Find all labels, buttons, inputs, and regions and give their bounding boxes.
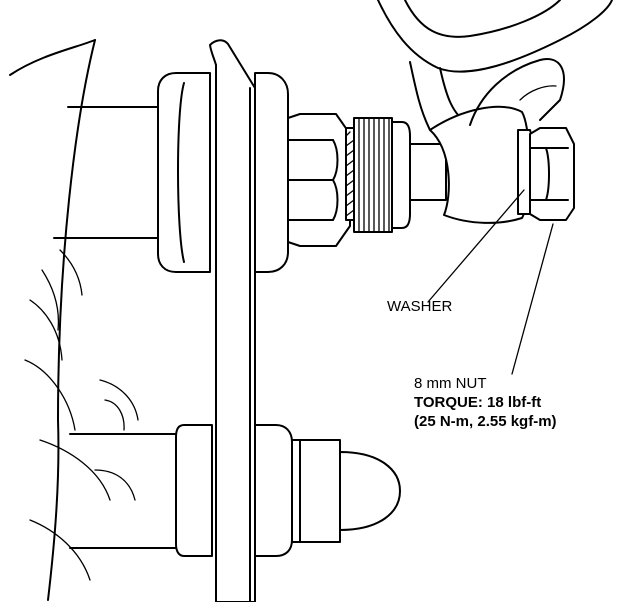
- upper-left-bushing: [157, 72, 211, 273]
- hex-nut-8mm: [529, 127, 575, 221]
- leader-lines: [427, 189, 554, 375]
- lower-left-bushing: [175, 424, 213, 557]
- nut-torque-text: TORQUE: 18 lbf-ft: [414, 394, 542, 411]
- knurled-adjuster: [353, 117, 411, 233]
- linkage-arm: [377, 0, 613, 224]
- nut-torque-metric-text: (25 N-m, 2.55 kgf-m): [414, 413, 557, 430]
- nut-size-text: 8 mm NUT: [414, 375, 487, 392]
- lower-cap-nut: [254, 424, 401, 557]
- bolt-shank: [409, 143, 447, 201]
- nut-callout: 8 mm NUT TORQUE: 18 lbf-ft (25 N-m, 2.55…: [414, 374, 557, 431]
- upper-right-bushing: [254, 72, 289, 273]
- upper-shaft: [53, 106, 163, 239]
- left-housing: [9, 39, 139, 601]
- upper-hex-nut: [287, 113, 351, 247]
- washer-label: WASHER: [387, 298, 453, 315]
- lower-shaft: [69, 433, 181, 549]
- mounting-plate: [209, 39, 256, 603]
- threaded-stud: [345, 127, 355, 221]
